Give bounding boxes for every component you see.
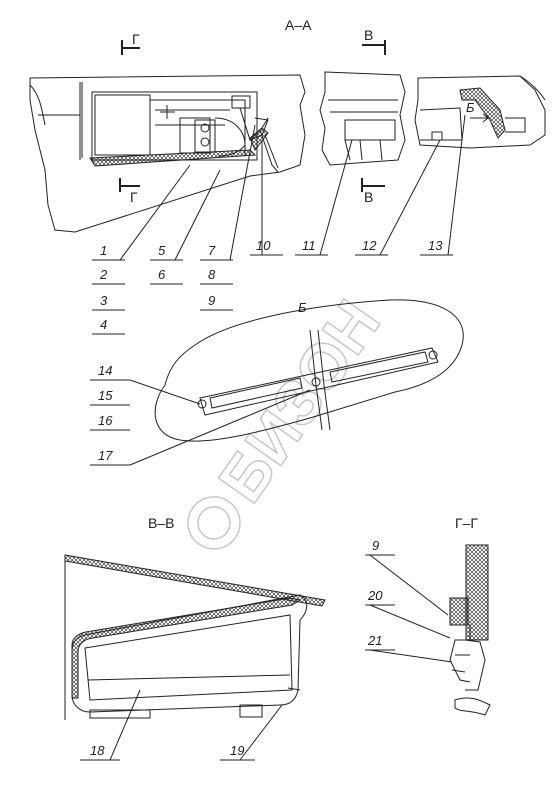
callout-10: 10 bbox=[256, 238, 271, 253]
view-label-b-arrow: Б bbox=[466, 100, 475, 115]
callout-15: 15 bbox=[98, 388, 113, 403]
callout-3: 3 bbox=[100, 293, 108, 308]
section-label-g-bottom: Г bbox=[130, 189, 138, 205]
section-marker-g-bottom bbox=[119, 178, 140, 192]
callout-1: 1 bbox=[100, 243, 107, 258]
watermark-logo-icon bbox=[187, 496, 241, 550]
section-aa-title: А–А bbox=[285, 17, 312, 33]
section-marker-v-top bbox=[362, 40, 386, 55]
section-label-v-top: В bbox=[364, 27, 373, 43]
callout-12: 12 bbox=[362, 238, 377, 253]
callout-16: 16 bbox=[98, 413, 113, 428]
callout-6: 6 bbox=[158, 267, 166, 282]
callout-13: 13 bbox=[428, 238, 443, 253]
view-b-title: Б bbox=[298, 300, 307, 315]
callout-11: 11 bbox=[302, 238, 316, 253]
callout-9-gg: 9 bbox=[372, 538, 379, 553]
callout-20: 20 bbox=[367, 588, 383, 603]
callout-19: 19 bbox=[230, 743, 244, 758]
callout-17: 17 bbox=[98, 448, 113, 463]
view-arrow-b bbox=[470, 113, 489, 123]
section-vv: В–В 18 19 bbox=[64, 515, 326, 761]
callout-4: 4 bbox=[100, 317, 107, 332]
section-aa: Г Г А–А В В Б bbox=[29, 17, 546, 233]
callout-7: 7 bbox=[208, 243, 216, 258]
section-gg-title: Г–Г bbox=[455, 515, 478, 531]
callout-18: 18 bbox=[90, 743, 105, 758]
callout-8: 8 bbox=[208, 267, 216, 282]
callout-5: 5 bbox=[158, 243, 166, 258]
callouts-top: 1 2 3 4 5 6 7 8 9 10 11 12 13 bbox=[92, 114, 466, 335]
callout-2: 2 bbox=[99, 267, 108, 282]
view-b: Б 14 15 16 17 bbox=[90, 299, 464, 466]
callout-9: 9 bbox=[208, 293, 215, 308]
callout-21: 21 bbox=[367, 633, 382, 648]
callout-14: 14 bbox=[98, 363, 112, 378]
section-label-g-top: Г bbox=[132, 31, 140, 47]
section-gg: Г–Г 9 20 21 bbox=[365, 515, 491, 716]
section-marker-g-top bbox=[121, 40, 140, 55]
section-label-v-bottom: В bbox=[364, 189, 373, 205]
section-marker-v-bottom bbox=[361, 178, 385, 192]
section-vv-title: В–В bbox=[148, 515, 174, 531]
